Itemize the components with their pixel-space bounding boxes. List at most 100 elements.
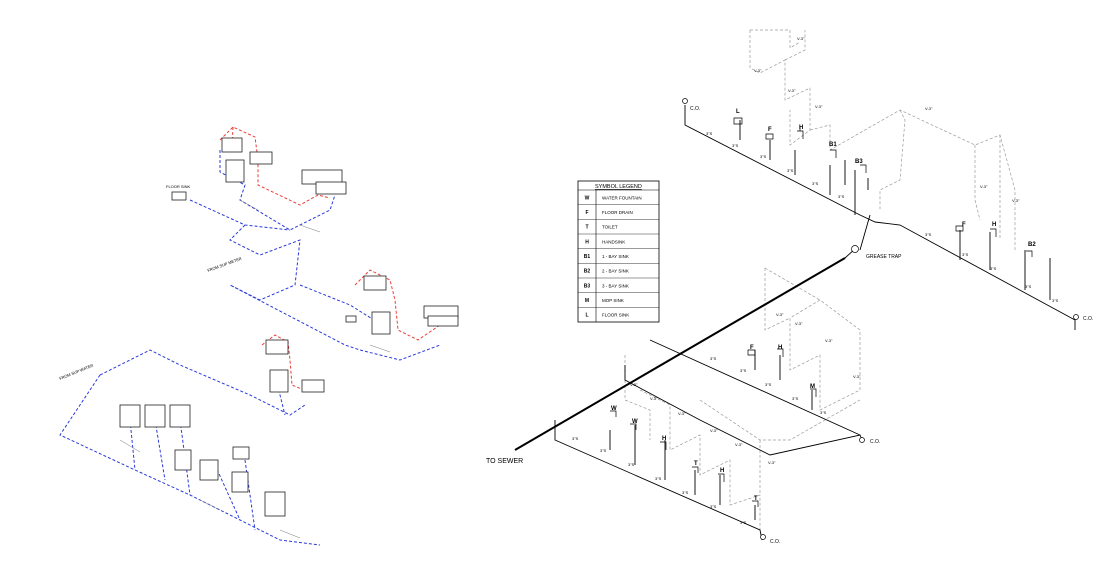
tag-floor-sink: L xyxy=(736,109,740,115)
svg-text:3"S: 3"S xyxy=(710,356,717,361)
legend-code: W xyxy=(585,195,590,201)
legend-label: TOILET xyxy=(602,225,618,230)
pipe-size-labels: 3"S 3"S 3"S 3"S 3"S 3"S 3"S 3"S 3"S 3"S … xyxy=(572,131,1059,525)
svg-text:V-3": V-3" xyxy=(776,312,784,317)
to-sewer-label: TO SEWER xyxy=(486,458,523,465)
from-water-label: FROM SUP WATER xyxy=(59,363,94,381)
svg-text:V-3": V-3" xyxy=(795,321,803,326)
svg-text:V-3": V-3" xyxy=(1012,198,1020,203)
svg-text:V-3": V-3" xyxy=(980,184,988,189)
symbol-legend: SYMBOL LEGEND W WATER FOUNTAIN F FLOOR DRAI… xyxy=(577,180,660,323)
water-supply-isometric xyxy=(59,126,459,546)
svg-text:V-3": V-3" xyxy=(710,428,718,433)
svg-text:V-3": V-3" xyxy=(925,106,933,111)
svg-text:3"S: 3"S xyxy=(706,131,713,136)
svg-text:V-3": V-3" xyxy=(678,411,686,416)
cleanout-symbols xyxy=(682,98,1079,540)
vent-size-labels: V-3" V-3" V-3" V-3" V-3" V-3" V-3" V-3" … xyxy=(630,36,1020,465)
svg-text:V-3": V-3" xyxy=(754,68,762,73)
tag-mop-sink: M xyxy=(810,384,815,390)
tag-1-bay-sink: B1 xyxy=(829,142,837,148)
tag-floor-drain: F xyxy=(962,222,966,228)
svg-text:V-3": V-3" xyxy=(735,442,743,447)
legend-label: 2 - BAY SINK xyxy=(602,269,629,274)
fixture-boxes xyxy=(119,137,459,517)
fixture-symbols xyxy=(610,117,1033,507)
svg-text:3"S: 3"S xyxy=(1052,298,1059,303)
tag-handsink: H xyxy=(662,436,666,442)
sewer-main xyxy=(514,257,846,451)
from-meter-label: FROM SUP METER xyxy=(207,256,243,273)
svg-text:3"S: 3"S xyxy=(710,504,717,509)
legend-code: M xyxy=(585,298,589,304)
svg-text:3"S: 3"S xyxy=(990,266,997,271)
svg-text:3"S: 3"S xyxy=(740,520,747,525)
legend-rows: W WATER FOUNTAIN F FLOOR DRAIN T TOILET H HANDS… xyxy=(578,195,659,319)
svg-text:3"S: 3"S xyxy=(1025,284,1032,289)
svg-text:V-3": V-3" xyxy=(630,382,638,387)
hot-water-lines xyxy=(219,126,441,391)
tag-handsink: H xyxy=(720,468,724,474)
svg-text:V-3": V-3" xyxy=(788,88,796,93)
tag-water-fountain: W xyxy=(611,406,617,412)
tag-floor-drain: F xyxy=(768,127,772,133)
svg-text:V-3": V-3" xyxy=(825,338,833,343)
legend-code: B3 xyxy=(584,283,591,289)
tag-toilet: T xyxy=(754,496,758,502)
tag-handsink: H xyxy=(992,222,996,228)
svg-text:V-3": V-3" xyxy=(650,396,658,401)
svg-text:V-3": V-3" xyxy=(797,36,805,41)
svg-text:3"S: 3"S xyxy=(765,382,772,387)
svg-text:3"S: 3"S xyxy=(760,154,767,159)
cleanout-label: C.O. xyxy=(870,439,880,445)
cold-water-lines xyxy=(59,150,441,546)
svg-text:V-3": V-3" xyxy=(815,104,823,109)
svg-text:3"S: 3"S xyxy=(925,232,932,237)
svg-text:3"S: 3"S xyxy=(812,181,819,186)
cleanout-label: C.O. xyxy=(1083,316,1093,322)
waste-lines xyxy=(554,105,1076,541)
legend-code: L xyxy=(585,313,588,319)
tag-floor-drain: F xyxy=(750,345,754,351)
tag-3-bay-sink: B3 xyxy=(855,159,863,165)
tag-2-bay-sink: B2 xyxy=(1028,242,1036,248)
svg-text:3"S: 3"S xyxy=(600,448,607,453)
cleanout-label: C.O. xyxy=(690,106,700,112)
legend-label: WATER FOUNTAIN xyxy=(602,195,642,200)
floor-sink-label: FLOOR SINK xyxy=(166,184,191,189)
grease-trap-label: GREASE TRAP xyxy=(866,254,902,260)
svg-text:3"S: 3"S xyxy=(962,252,969,257)
svg-text:3"S: 3"S xyxy=(740,368,747,373)
svg-text:3"S: 3"S xyxy=(682,490,689,495)
cleanout-label: C.O. xyxy=(770,539,780,545)
legend-code: H xyxy=(585,239,589,245)
tag-handsink: H xyxy=(778,345,782,351)
legend-code: F xyxy=(585,210,588,216)
legend-label: FLOOR DRAIN xyxy=(602,210,633,215)
svg-text:3"S: 3"S xyxy=(792,396,799,401)
svg-text:3"S: 3"S xyxy=(787,168,794,173)
legend-code: T xyxy=(585,225,588,231)
legend-code: B1 xyxy=(584,254,591,260)
tag-handsink: H xyxy=(799,125,803,131)
tag-water-fountain: W xyxy=(632,419,638,425)
svg-text:V-3": V-3" xyxy=(853,374,861,379)
svg-text:3"S: 3"S xyxy=(572,436,579,441)
legend-label: MOP SINK xyxy=(602,298,624,303)
legend-label: FLOOR SINK xyxy=(602,313,629,318)
svg-text:3"S: 3"S xyxy=(655,476,662,481)
legend-label: 3 - BAY SINK xyxy=(602,283,629,288)
tag-toilet: T xyxy=(694,461,698,467)
legend-code: B2 xyxy=(584,269,591,275)
svg-text:3"S: 3"S xyxy=(820,410,827,415)
svg-text:V-3": V-3" xyxy=(768,460,776,465)
legend-title: SYMBOL LEGEND xyxy=(595,184,642,190)
svg-text:3"S: 3"S xyxy=(838,194,845,199)
svg-text:3"S: 3"S xyxy=(732,143,739,148)
drainage-isometric: L F H B1 B3 F H B2 F H M W W H T H T C.O… xyxy=(486,29,1093,545)
legend-label: 1 - BAY SINK xyxy=(602,254,629,259)
svg-text:3"S: 3"S xyxy=(628,462,635,467)
legend-label: HANDSINK xyxy=(602,239,625,244)
